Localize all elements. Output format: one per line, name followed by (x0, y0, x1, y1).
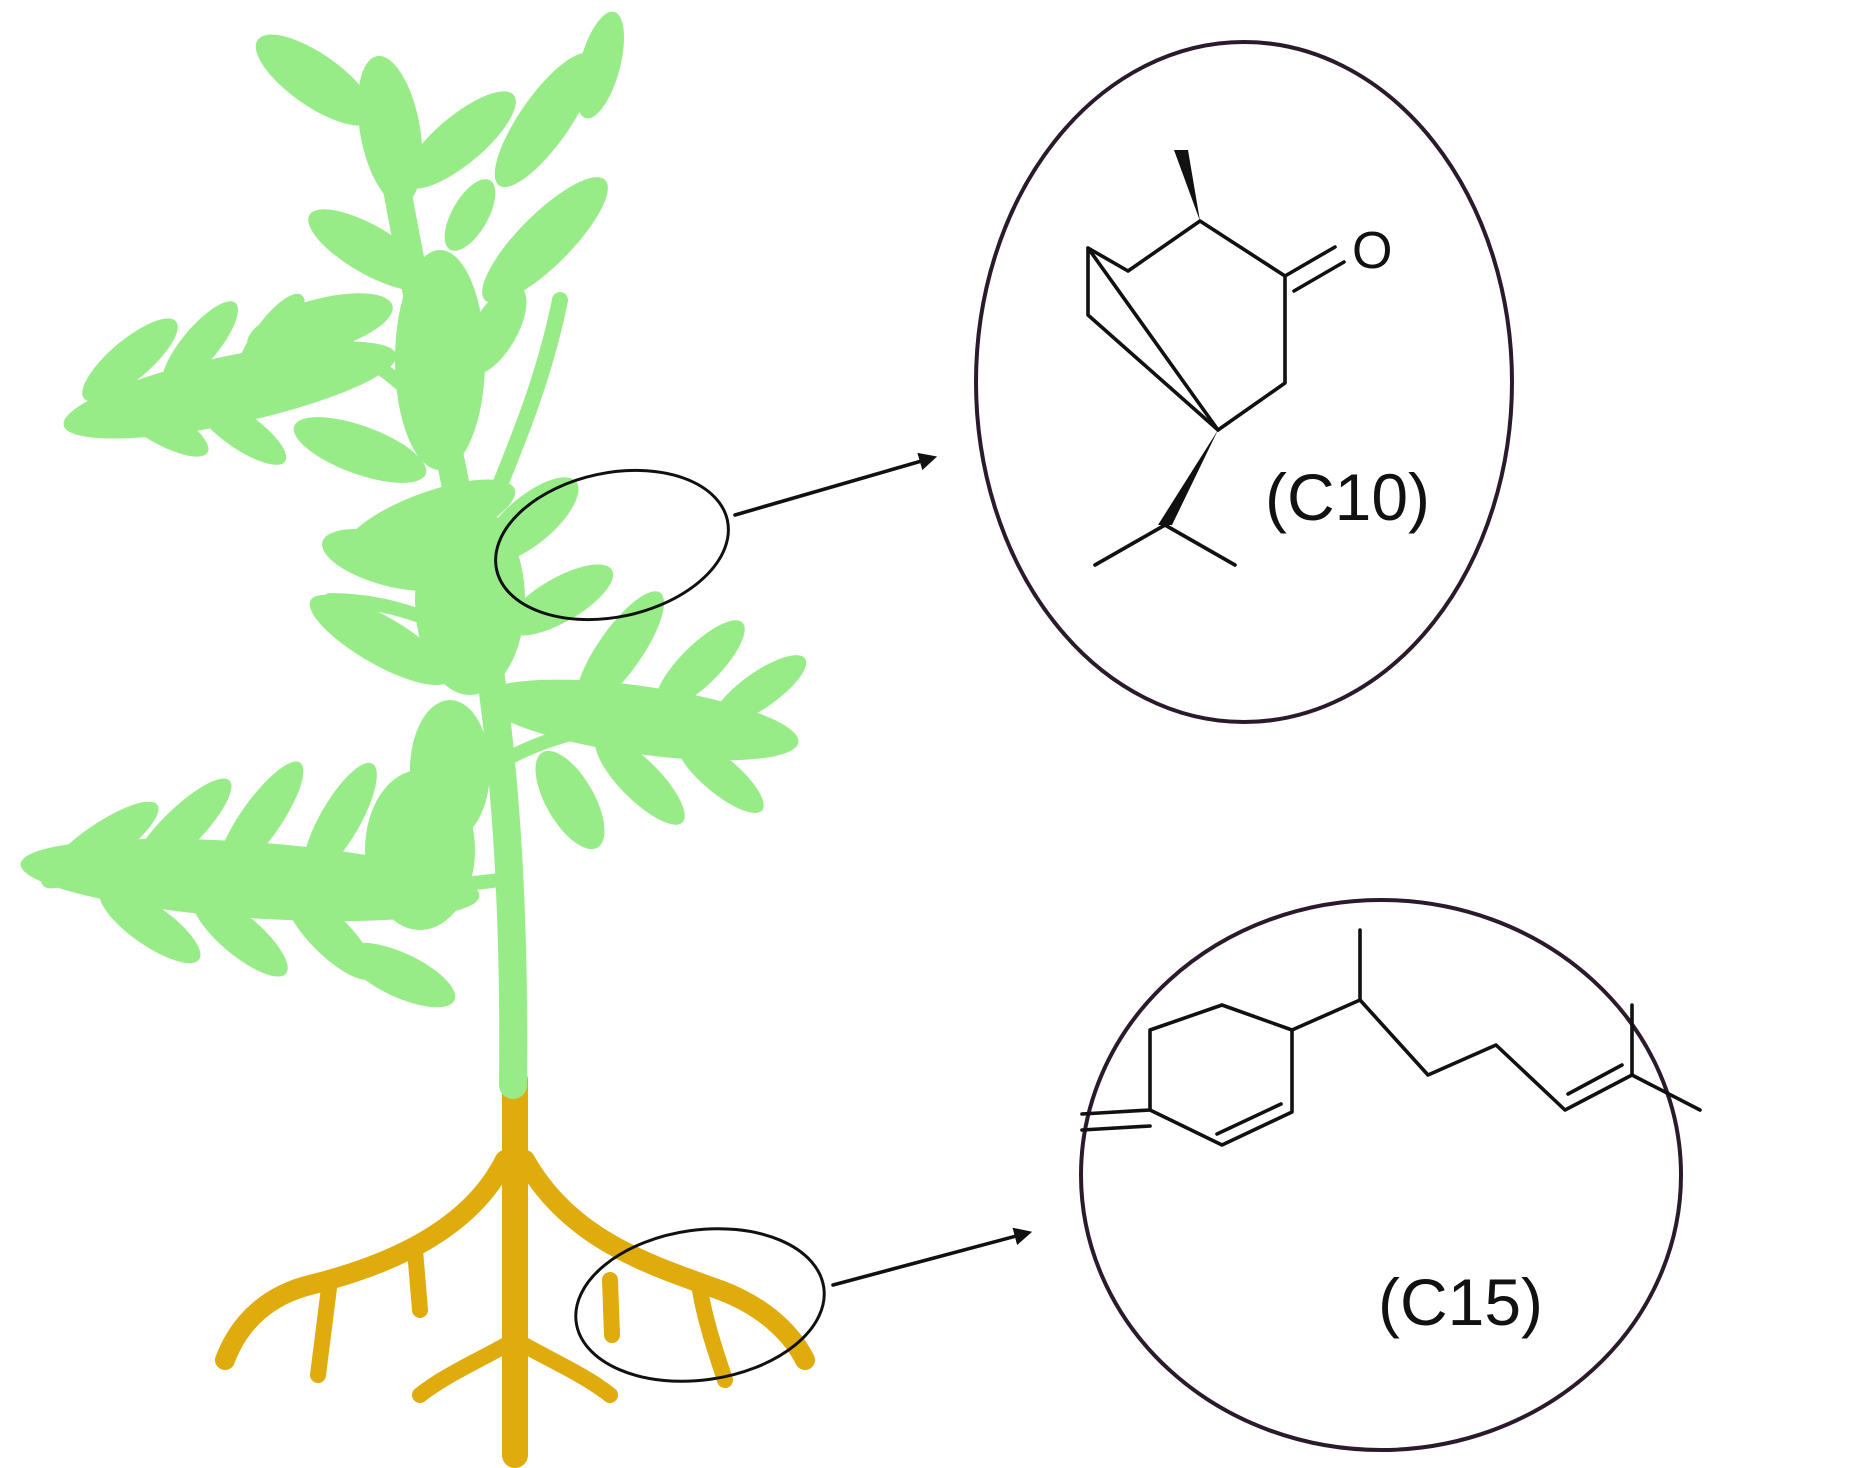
leaf-highlight-ellipse (494, 468, 730, 622)
c10-label: (C10) (1265, 460, 1430, 534)
c15-molecule-skeleton (1080, 928, 1702, 1147)
c10-molecule-skeleton (1086, 219, 1346, 567)
plant-roots (215, 1067, 815, 1468)
c10-structure-bubble: O (C10) (974, 40, 1514, 724)
root-highlight-ellipse (574, 1227, 826, 1383)
c15-label: (C15) (1378, 1265, 1543, 1339)
plant-illustration (20, 11, 815, 1468)
c15-structure-bubble: (C15) (1079, 898, 1702, 1452)
arrow-to-c10 (733, 452, 938, 517)
arrow-to-c15 (831, 1227, 1033, 1287)
c10-oxygen-atom: O (1352, 222, 1392, 280)
plant-leaves (20, 11, 807, 1008)
c10-wedge-methyl (1174, 150, 1200, 221)
c10-wedge-isopropyl (1158, 430, 1218, 525)
